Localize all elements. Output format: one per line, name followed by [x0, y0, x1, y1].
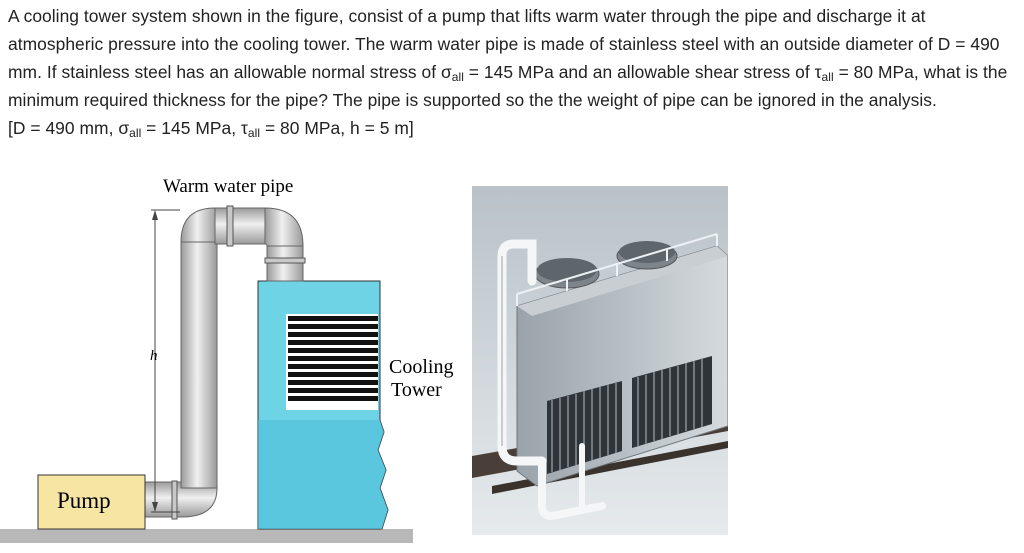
- fan-left: [534, 258, 600, 289]
- pump-box: [37, 474, 146, 530]
- height-label: h: [150, 348, 158, 364]
- side-louvers: [547, 356, 712, 474]
- problem-text-3: = 80 MPa, what is the minimum required t…: [8, 62, 1008, 110]
- height-dimension: [151, 209, 180, 513]
- given-text-3: = 80 MPa, h = 5 m]: [260, 118, 414, 138]
- given-values: [D = 490 mm, σall = 145 MPa, τall = 80 M…: [8, 114, 1020, 142]
- tower-label-line1: Cooling: [389, 356, 453, 378]
- problem-text-1: A cooling tower system shown in the figu…: [8, 6, 1000, 82]
- pump-label: Pump: [57, 488, 111, 513]
- tower-label-line2: Tower: [391, 379, 442, 401]
- problem-paragraph: A cooling tower system shown in the figu…: [8, 2, 1020, 114]
- given-text-2: = 145 MPa, τ: [141, 118, 248, 138]
- given-tau-subscript: all: [247, 126, 261, 140]
- ground: [0, 529, 413, 543]
- pipe-label: Warm water pipe: [163, 176, 293, 197]
- tau-subscript: all: [821, 70, 834, 84]
- warm-water-pipe: [144, 205, 306, 520]
- cooling-tower-schematic: Warm water pipe: [0, 176, 453, 543]
- given-text-1: [D = 490 mm, σ: [8, 118, 130, 138]
- sigma-subscript: all: [451, 70, 464, 84]
- tower-water: [258, 420, 388, 529]
- given-sigma-subscript: all: [129, 126, 142, 140]
- white-pipes: [497, 239, 606, 521]
- problem-text-2: = 145 MPa and an allowable shear stress …: [463, 62, 822, 82]
- problem-statement: A cooling tower system shown in the figu…: [8, 2, 1020, 142]
- cooling-tower-render: [472, 186, 728, 535]
- tower-louvers: [286, 314, 378, 410]
